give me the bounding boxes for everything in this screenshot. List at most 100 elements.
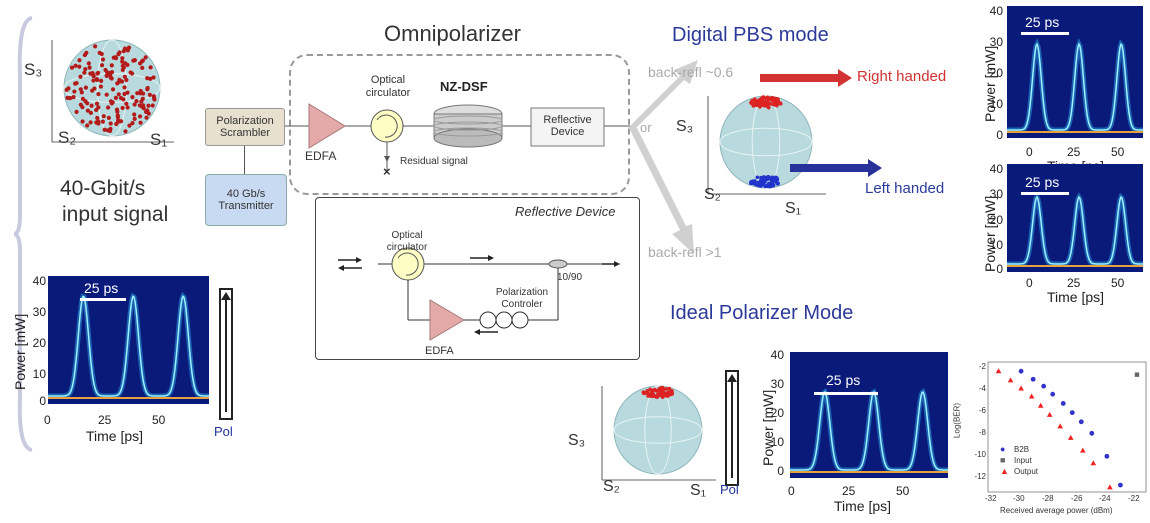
right-handed-label: Right handed — [857, 68, 947, 85]
state-point — [658, 393, 662, 398]
ber-point-output — [1037, 402, 1044, 408]
state-point — [88, 110, 93, 115]
state-point — [152, 96, 157, 101]
state-point — [145, 76, 150, 81]
state-point — [658, 389, 663, 394]
state-point — [768, 102, 773, 106]
input-pol-label: Pol — [214, 424, 233, 439]
state-point — [651, 392, 656, 397]
ideal-scale-bar: 25 ps — [826, 372, 861, 388]
legend-b2b-marker: ● — [1000, 444, 1006, 454]
state-point — [85, 123, 90, 128]
pulse-glow — [1007, 38, 1143, 133]
state-point — [122, 74, 127, 79]
state-point — [147, 92, 152, 97]
sphere-equator — [613, 416, 703, 444]
omni-diagram — [285, 103, 630, 172]
omni-title: Omnipolarizer — [384, 21, 521, 46]
state-point — [132, 112, 137, 117]
state-point — [123, 61, 128, 66]
input-xlabel: Time [ps] — [86, 428, 144, 444]
input-title-line1: 40-Gbit/s — [60, 177, 146, 200]
pbs-title: Digital PBS mode — [672, 24, 829, 46]
ideal-pol-indicator — [725, 370, 739, 486]
state-point — [100, 57, 106, 62]
state-point — [151, 75, 156, 80]
state-point — [88, 71, 93, 76]
ideal-s1-label: S₁ — [690, 482, 707, 499]
state-point — [138, 120, 143, 125]
omni-edfa-label: EDFA — [305, 149, 337, 163]
pbs-s2-label: S₂ — [704, 186, 721, 203]
input-ylabel: Power [mW] — [12, 313, 28, 390]
state-point — [80, 119, 85, 124]
state-point — [77, 58, 82, 63]
state-point — [125, 90, 130, 95]
state-point — [120, 63, 125, 69]
state-point — [654, 395, 659, 399]
state-point — [85, 101, 90, 106]
state-point — [96, 119, 101, 124]
state-point — [134, 98, 139, 104]
state-point — [776, 181, 780, 186]
state-point — [83, 67, 88, 72]
ideal-scope — [790, 352, 948, 478]
left-handed-label: Left handed — [865, 180, 945, 197]
state-point — [150, 103, 155, 108]
state-point — [85, 108, 90, 113]
state-point — [758, 105, 762, 109]
pbs-poincare-sphere — [698, 84, 828, 210]
state-point — [104, 92, 109, 97]
input-scope — [10, 274, 210, 444]
ideal-poincare-sphere — [600, 372, 720, 496]
ber-point-b2b — [1089, 430, 1095, 436]
state-point — [770, 177, 775, 182]
ber-point-b2b — [1104, 453, 1110, 459]
legend-input: Input — [1014, 456, 1032, 465]
input-yticks: 40 30 20 10 0 — [32, 274, 46, 408]
input-scale-bar: 25 ps — [84, 280, 119, 296]
state-point — [105, 105, 111, 110]
state-point — [69, 65, 75, 70]
omni-nzdsf-label: NZ-DSF — [440, 79, 488, 94]
lh-scope — [1007, 164, 1143, 272]
ber-point-b2b — [1018, 368, 1024, 374]
state-point — [102, 127, 107, 132]
state-point — [754, 182, 758, 187]
polarization-scrambler: Polarization Scrambler — [205, 108, 285, 146]
state-point — [71, 95, 76, 100]
ber-point-input — [1134, 372, 1140, 377]
state-point — [108, 121, 113, 126]
ber-point-b2b — [1060, 401, 1066, 406]
state-point — [145, 85, 150, 91]
state-point — [109, 63, 114, 68]
state-point — [642, 391, 646, 396]
rh-scale-line — [1021, 32, 1069, 35]
state-point — [661, 392, 666, 397]
pulse-glow — [48, 291, 209, 399]
state-point — [115, 115, 121, 120]
state-point — [98, 84, 104, 89]
state-point — [113, 95, 119, 100]
input-s3-label: S₃ — [24, 60, 43, 79]
lh-yticks: 40 30 20 10 0 — [989, 162, 1003, 276]
input-s1-label: S₁ — [150, 130, 168, 149]
ideal-yticks: 40 30 20 10 0 — [770, 348, 784, 478]
state-point — [669, 392, 674, 396]
state-point — [99, 63, 105, 68]
sphere-body — [613, 385, 703, 475]
state-point — [766, 105, 771, 110]
ber-legend: ● B2B ■ Input ▲ Output — [1000, 444, 1060, 480]
state-point — [146, 111, 151, 116]
state-point — [89, 103, 94, 108]
rh-scale-bar: 25 ps — [1025, 14, 1060, 30]
omni-dashed-box — [289, 54, 630, 195]
state-point — [116, 92, 121, 97]
state-point — [765, 95, 770, 100]
state-point — [761, 101, 766, 106]
state-point — [82, 70, 87, 75]
lh-scale-bar: 25 ps — [1025, 174, 1060, 190]
rh-xtick-0: 0 — [1026, 145, 1033, 159]
rh-xtick-50: 50 — [1111, 145, 1125, 159]
state-point — [107, 128, 113, 133]
